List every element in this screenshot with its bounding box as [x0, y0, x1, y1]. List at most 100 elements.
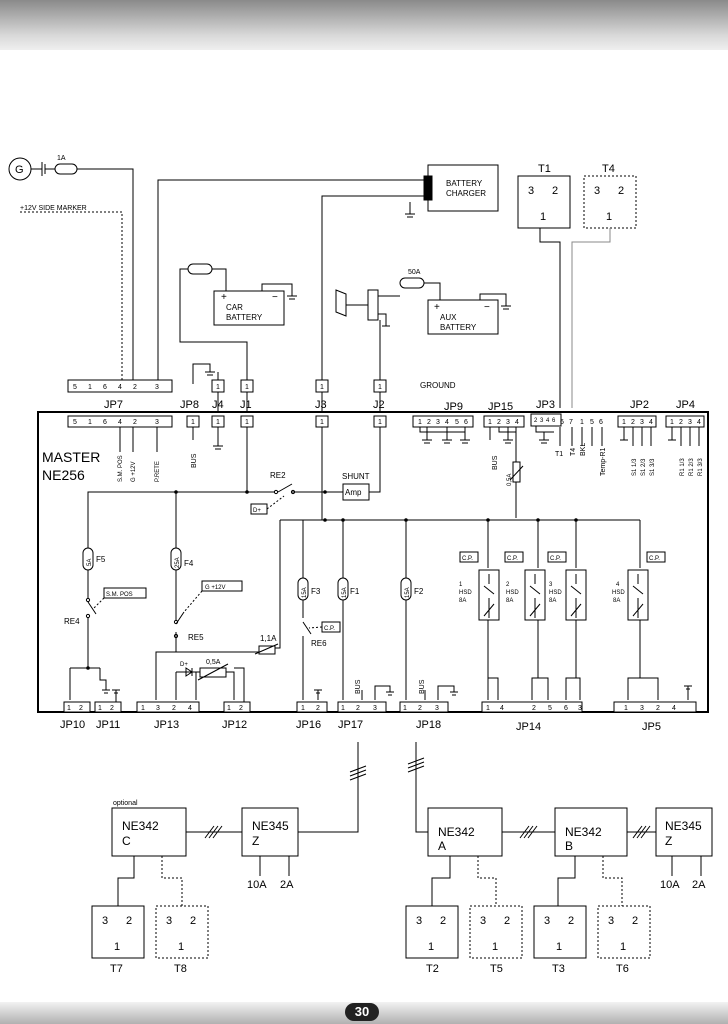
svg-text:1: 1	[378, 384, 382, 391]
svg-text:JP11: JP11	[96, 719, 120, 731]
svg-text:BATTERY: BATTERY	[446, 179, 483, 188]
svg-text:5: 5	[455, 419, 459, 426]
svg-text:Z: Z	[252, 834, 259, 848]
svg-text:B: B	[565, 839, 573, 853]
svg-text:2: 2	[532, 705, 536, 712]
svg-text:SHUNT: SHUNT	[342, 472, 370, 481]
svg-text:HSD: HSD	[506, 590, 519, 596]
svg-text:2: 2	[552, 185, 558, 197]
svg-text:HSD: HSD	[459, 590, 472, 596]
svg-text:15A: 15A	[302, 587, 308, 598]
svg-text:5: 5	[73, 384, 77, 391]
svg-text:NE342: NE342	[438, 825, 475, 839]
page-number: 30	[345, 1003, 379, 1021]
svg-text:S1 1/3: S1 1/3	[632, 458, 638, 476]
svg-text:2: 2	[618, 185, 624, 197]
tank-t1	[517, 175, 571, 229]
svg-text:2: 2	[631, 419, 635, 426]
svg-text:1: 1	[622, 419, 626, 426]
svg-text:1: 1	[540, 211, 546, 223]
svg-text:3: 3	[102, 915, 108, 927]
svg-text:2: 2	[506, 582, 510, 588]
svg-text:JP16: JP16	[296, 719, 321, 731]
svg-text:NE342: NE342	[122, 819, 159, 833]
svg-text:JP14: JP14	[516, 721, 541, 733]
svg-text:1: 1	[606, 211, 612, 223]
svg-text:J2: J2	[373, 399, 385, 411]
svg-text:4: 4	[672, 705, 676, 712]
svg-text:1: 1	[191, 419, 195, 426]
svg-text:JP17: JP17	[338, 719, 363, 731]
svg-text:1: 1	[428, 941, 434, 953]
module-ne342-a	[427, 807, 503, 857]
side-marker-label: +12V SIDE MARKER	[20, 205, 87, 212]
svg-text:T1: T1	[538, 163, 551, 175]
module-ne342-c	[111, 807, 187, 857]
jp7-outer-connector: 5 1 6 4 2 3	[67, 379, 173, 393]
svg-text:JP2: JP2	[630, 399, 649, 411]
svg-text:0,5A: 0,5A	[206, 659, 221, 666]
svg-text:6: 6	[103, 384, 107, 391]
svg-text:T3: T3	[552, 963, 565, 975]
svg-text:JP13: JP13	[154, 719, 179, 731]
svg-text:R1 1/3: R1 1/3	[680, 458, 686, 476]
svg-text:3: 3	[578, 705, 582, 712]
hsd-4: C.P. 4 HSD 8A	[612, 551, 666, 678]
svg-text:C.P.: C.P.	[462, 556, 473, 562]
svg-text:3: 3	[608, 915, 614, 927]
aux-battery: 50A + − AUX BATTERY	[335, 269, 511, 384]
svg-text:2: 2	[679, 419, 683, 426]
svg-text:Temp-R1: Temp-R1	[600, 447, 607, 476]
svg-text:1: 1	[488, 419, 492, 426]
svg-text:C: C	[122, 834, 131, 848]
svg-text:2: 2	[133, 419, 137, 426]
svg-text:4: 4	[118, 384, 122, 391]
svg-text:1: 1	[216, 419, 220, 426]
svg-text:T4: T4	[570, 448, 577, 456]
generator: G 1A	[8, 155, 134, 384]
svg-text:3: 3	[540, 418, 544, 424]
svg-text:3: 3	[640, 705, 644, 712]
svg-text:2: 2	[172, 705, 176, 712]
svg-text:3: 3	[688, 419, 692, 426]
svg-text:CAR: CAR	[226, 303, 243, 312]
svg-text:2: 2	[316, 705, 320, 712]
svg-text:50A: 50A	[408, 269, 421, 276]
svg-text:1: 1	[556, 941, 562, 953]
svg-text:1: 1	[216, 384, 220, 391]
svg-text:1: 1	[301, 705, 305, 712]
svg-text:1: 1	[320, 419, 324, 426]
svg-text:8A: 8A	[549, 598, 556, 604]
svg-text:R1 3/3: R1 3/3	[698, 458, 704, 476]
svg-text:BATTERY: BATTERY	[440, 323, 477, 332]
svg-text:3: 3	[156, 705, 160, 712]
page-header-band	[0, 0, 728, 50]
svg-text:1: 1	[178, 941, 184, 953]
svg-text:2A: 2A	[692, 879, 706, 891]
svg-text:JP3: JP3	[536, 399, 555, 411]
svg-text:BUS: BUS	[191, 453, 198, 468]
svg-text:−: −	[484, 302, 490, 313]
svg-text:1: 1	[67, 705, 71, 712]
svg-text:2: 2	[418, 705, 422, 712]
optional-label: optional	[113, 800, 138, 807]
svg-text:2: 2	[534, 418, 538, 424]
svg-text:4: 4	[445, 419, 449, 426]
svg-text:2: 2	[79, 705, 83, 712]
svg-text:JP12: JP12	[222, 719, 247, 731]
svg-text:10A: 10A	[660, 879, 680, 891]
svg-text:JP18: JP18	[416, 719, 441, 731]
svg-text:1: 1	[114, 941, 120, 953]
svg-text:HSD: HSD	[549, 590, 562, 596]
svg-text:3: 3	[544, 915, 550, 927]
svg-text:6: 6	[599, 419, 603, 426]
svg-text:1: 1	[459, 582, 463, 588]
svg-text:JP10: JP10	[60, 719, 85, 731]
svg-text:1: 1	[341, 705, 345, 712]
svg-text:5: 5	[548, 705, 552, 712]
svg-text:1,1A: 1,1A	[260, 634, 277, 643]
